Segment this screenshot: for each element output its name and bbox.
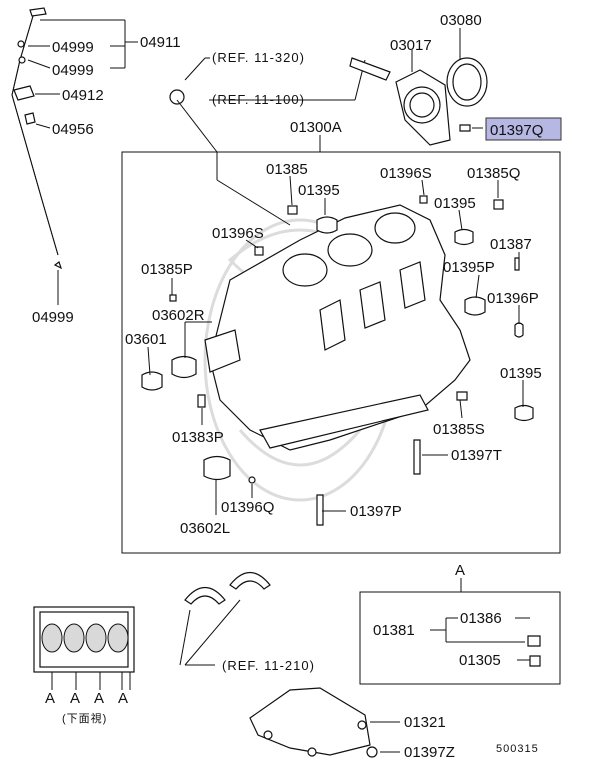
label-03017: 03017 <box>390 37 432 54</box>
block-leaders <box>147 135 524 515</box>
label-03601: 03601 <box>125 331 167 348</box>
label-03602R: 03602R <box>152 307 205 324</box>
label-01397Z: 01397Z <box>404 744 455 761</box>
label-03080: 03080 <box>440 12 482 29</box>
label-01396P: 01396P <box>487 290 539 307</box>
oil-seal-ring[interactable] <box>446 57 488 107</box>
a-label-4: A <box>118 690 128 707</box>
label-04999-b: 04999 <box>52 62 94 79</box>
seal-leaders <box>411 28 483 132</box>
rear-oil-seal-case[interactable] <box>349 57 451 146</box>
bottom-view-block <box>33 606 135 690</box>
label-01321: 01321 <box>404 714 446 731</box>
a-label-2: A <box>70 690 80 707</box>
label-01396S-top: 01396S <box>380 165 432 182</box>
ref-arrows <box>169 57 366 226</box>
block-small-parts[interactable] <box>141 195 534 526</box>
ref-11-320: (REF. 11-320) <box>212 50 305 65</box>
label-01300A: 01300A <box>290 119 342 136</box>
a-label-1: A <box>45 690 55 707</box>
engine-block-frame <box>121 151 561 554</box>
label-01385P: 01385P <box>141 261 193 278</box>
label-01387: 01387 <box>490 236 532 253</box>
oil-pan-baffle[interactable] <box>249 687 400 758</box>
label-01396S-left: 01396S <box>212 225 264 242</box>
detail-a-frame <box>359 591 561 685</box>
label-01395P: 01395P <box>443 259 495 276</box>
label-04999-c: 04999 <box>32 309 74 326</box>
label-01397P: 01397P <box>350 503 402 520</box>
dipstick-assembly[interactable] <box>11 7 63 270</box>
ref-11-100: (REF. 11-100) <box>212 92 305 107</box>
label-04911: 04911 <box>140 34 181 51</box>
label-01381: 01381 <box>373 622 415 639</box>
label-01395-c: 01395 <box>500 365 542 382</box>
label-01305: 01305 <box>459 652 501 669</box>
ref-11-210: (REF. 11-210) <box>222 658 315 673</box>
label-01395-b: 01395 <box>434 195 476 212</box>
highlight-01397Q <box>485 117 562 141</box>
cylinder-block[interactable] <box>204 204 471 451</box>
label-01385: 01385 <box>266 161 308 178</box>
label-04956: 04956 <box>52 121 94 138</box>
dipstick-leaders <box>27 19 138 305</box>
label-detail-a: A <box>455 562 465 579</box>
a-label-3: A <box>94 690 104 707</box>
label-01385Q: 01385Q <box>467 165 520 182</box>
label-04912: 04912 <box>62 87 104 104</box>
detail-a-parts[interactable] <box>430 578 541 667</box>
label-01397T: 01397T <box>451 447 502 464</box>
bottom-view-caption: (下面視) <box>62 711 107 725</box>
label-01385S: 01385S <box>433 421 485 438</box>
label-01386: 01386 <box>460 610 502 627</box>
label-01396Q: 01396Q <box>221 499 274 516</box>
diagram-id: 500315 <box>496 743 539 755</box>
label-03602L: 03602L <box>180 520 230 537</box>
label-04999-a: 04999 <box>52 39 94 56</box>
label-01383P: 01383P <box>172 429 224 446</box>
main-bearing-shells[interactable] <box>179 571 271 666</box>
label-01395-a: 01395 <box>298 182 340 199</box>
label-01397Q[interactable]: 01397Q <box>490 122 543 139</box>
